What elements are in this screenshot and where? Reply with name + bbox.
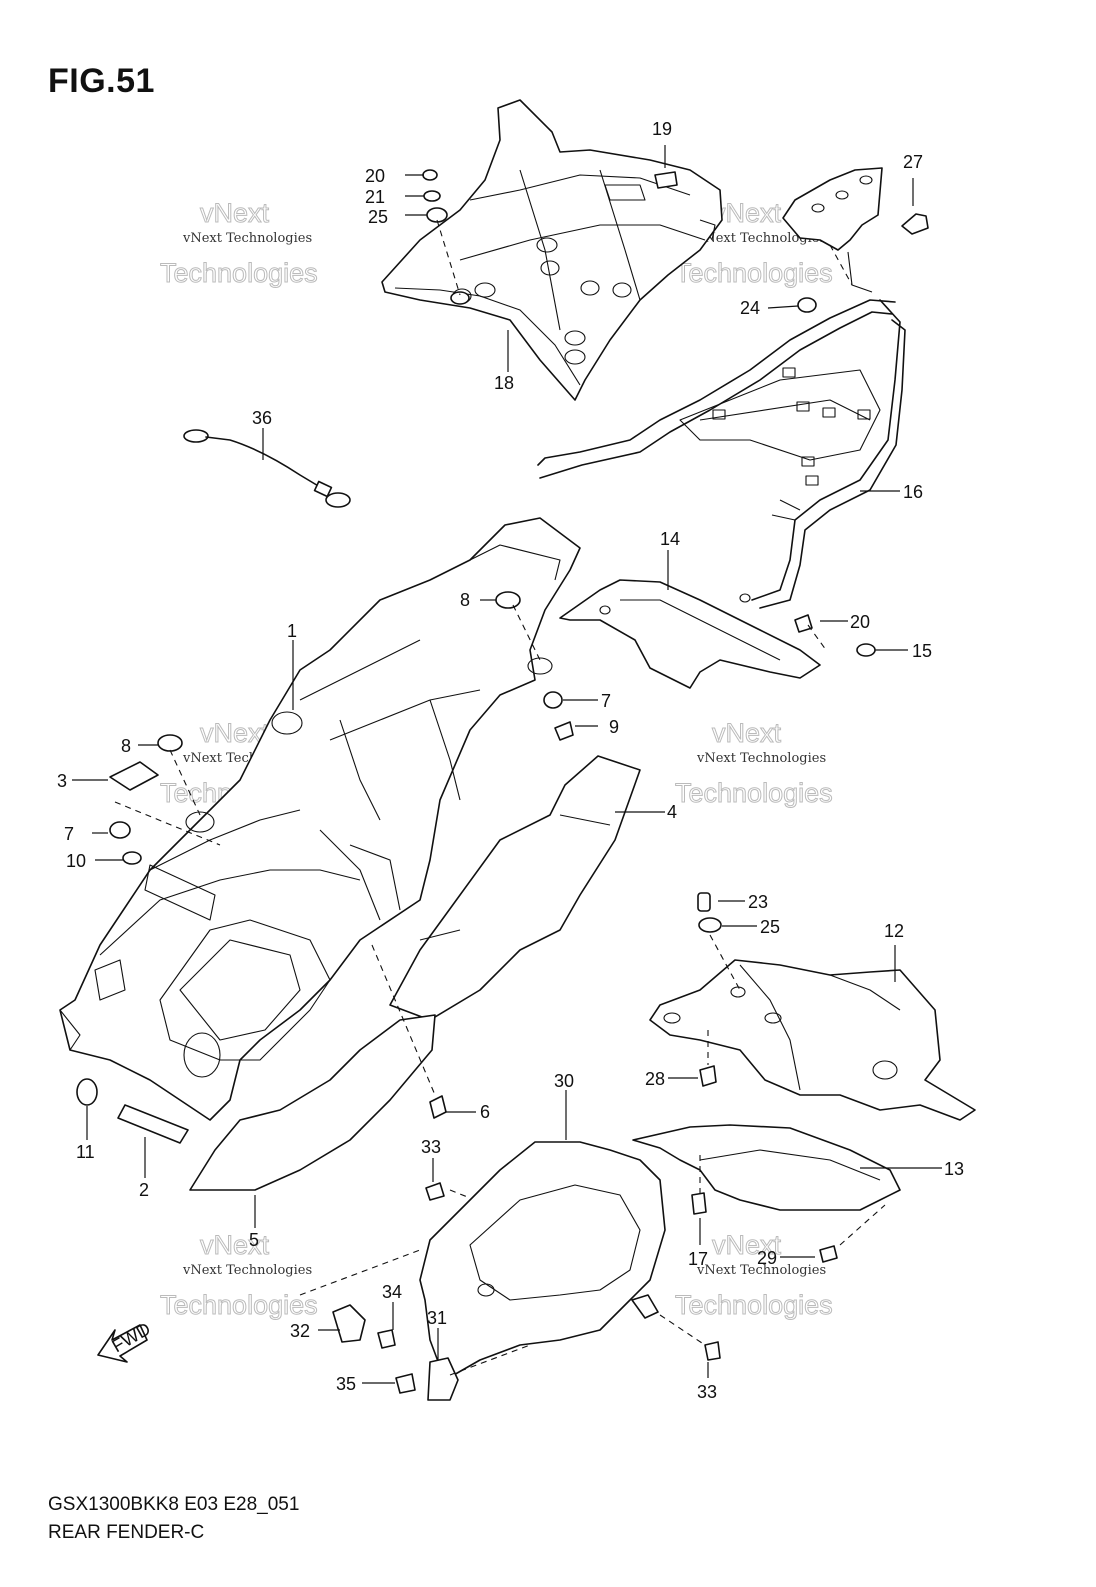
figure-title: FIG.51 — [48, 62, 155, 100]
part-30-tail-cover — [419, 1141, 666, 1381]
callout-19: 19 — [652, 119, 672, 139]
part-18-cover — [381, 99, 723, 401]
callout-23: 23 — [748, 892, 768, 912]
callout-18: 18 — [494, 373, 514, 393]
callout-10: 10 — [66, 851, 86, 871]
fwd-arrow: FWD — [97, 1318, 154, 1363]
watermark-line2: vNext — [200, 198, 270, 228]
watermark-line2: vNext — [712, 198, 782, 228]
callout-34: 34 — [382, 1282, 402, 1302]
watermark-line1: vNext Technologies — [182, 1263, 312, 1278]
alignment-lines — [114, 219, 886, 1376]
callout-1: 1 — [287, 621, 297, 641]
callout-21: 20 — [365, 166, 385, 186]
callout-36: 36 — [252, 408, 272, 428]
part-14-bracket — [559, 579, 821, 689]
callout-9: 9 — [609, 717, 619, 737]
callout-8-top: 8 — [460, 590, 470, 610]
watermark-4: vNext vNext Technologies Technologies — [675, 718, 834, 809]
watermark-line2: vNext — [200, 1230, 270, 1260]
watermark-line3: Technologies — [675, 258, 833, 288]
watermark-5: vNext vNext Technologies Technologies — [160, 1230, 319, 1321]
callout-28: 28 — [645, 1069, 665, 1089]
watermark-line3: Technologies — [675, 1290, 833, 1320]
callout-2: 2 — [139, 1180, 149, 1200]
callout-26: 25 — [368, 207, 388, 227]
callout-11: 11 — [76, 1142, 95, 1162]
watermark-line2: vNext — [712, 1230, 782, 1260]
watermark-line3: Technologies — [160, 258, 318, 288]
callout-4: 4 — [667, 802, 677, 822]
callout-numbers: 20 21 25 19 27 24 18 36 16 14 8 20 15 1 … — [57, 119, 964, 1402]
callout-29: 29 — [757, 1248, 777, 1268]
callout-20: 20 — [850, 612, 870, 632]
callout-33-left: 33 — [421, 1137, 441, 1157]
part-12-cover — [649, 959, 976, 1121]
callout-12: 12 — [884, 921, 904, 941]
callout-6: 6 — [480, 1102, 490, 1122]
callout-3: 3 — [57, 771, 67, 791]
callout-13: 13 — [944, 1159, 964, 1179]
part-16-frame — [537, 167, 906, 609]
callout-25: 25 — [760, 917, 780, 937]
part-1-rear-fender — [59, 517, 581, 1121]
callout-32: 32 — [290, 1321, 310, 1341]
fwd-label: FWD — [108, 1318, 153, 1356]
callout-22: 21 — [365, 187, 385, 207]
watermark-line3: Technologies — [675, 778, 833, 808]
watermark-line1: vNext Technologies — [696, 1263, 826, 1278]
part-13-cover — [632, 1124, 901, 1211]
watermark-line1: vNext Technologies — [696, 231, 826, 246]
watermark-line3: Technologies — [160, 1290, 318, 1320]
callout-31: 31 — [427, 1308, 447, 1328]
footer-model-code: GSX1300BKK8 E03 E28_051 — [48, 1494, 300, 1515]
watermark-2: vNext vNext Technologies Technologies — [675, 198, 834, 289]
callout-8-left: 8 — [121, 736, 131, 756]
callout-30: 30 — [554, 1071, 574, 1091]
callout-16: 16 — [903, 482, 923, 502]
callout-5: 5 — [249, 1230, 259, 1250]
watermark-6: vNext vNext Technologies Technologies — [675, 1230, 834, 1321]
callout-33-right: 33 — [697, 1382, 717, 1402]
callout-7-left: 7 — [64, 824, 74, 844]
watermark-line1: vNext Technologies — [696, 751, 826, 766]
watermark-line1: vNext Technologies — [182, 231, 312, 246]
callout-17: 17 — [688, 1249, 708, 1269]
leader-lines — [72, 145, 942, 1384]
callout-35: 35 — [336, 1374, 356, 1394]
part-5-lower-flap — [189, 1014, 436, 1191]
callout-27: 27 — [903, 152, 923, 172]
footer-section-name: REAR FENDER-C — [48, 1522, 205, 1543]
callout-15: 15 — [912, 641, 932, 661]
callout-7-right: 7 — [601, 691, 611, 711]
watermark-1: vNext vNext Technologies Technologies — [160, 198, 319, 289]
callout-14: 14 — [660, 529, 680, 549]
part-36-cable — [183, 429, 351, 508]
callout-24: 24 — [740, 298, 760, 318]
fasteners — [76, 169, 929, 1401]
watermark-line2: vNext — [712, 718, 782, 748]
